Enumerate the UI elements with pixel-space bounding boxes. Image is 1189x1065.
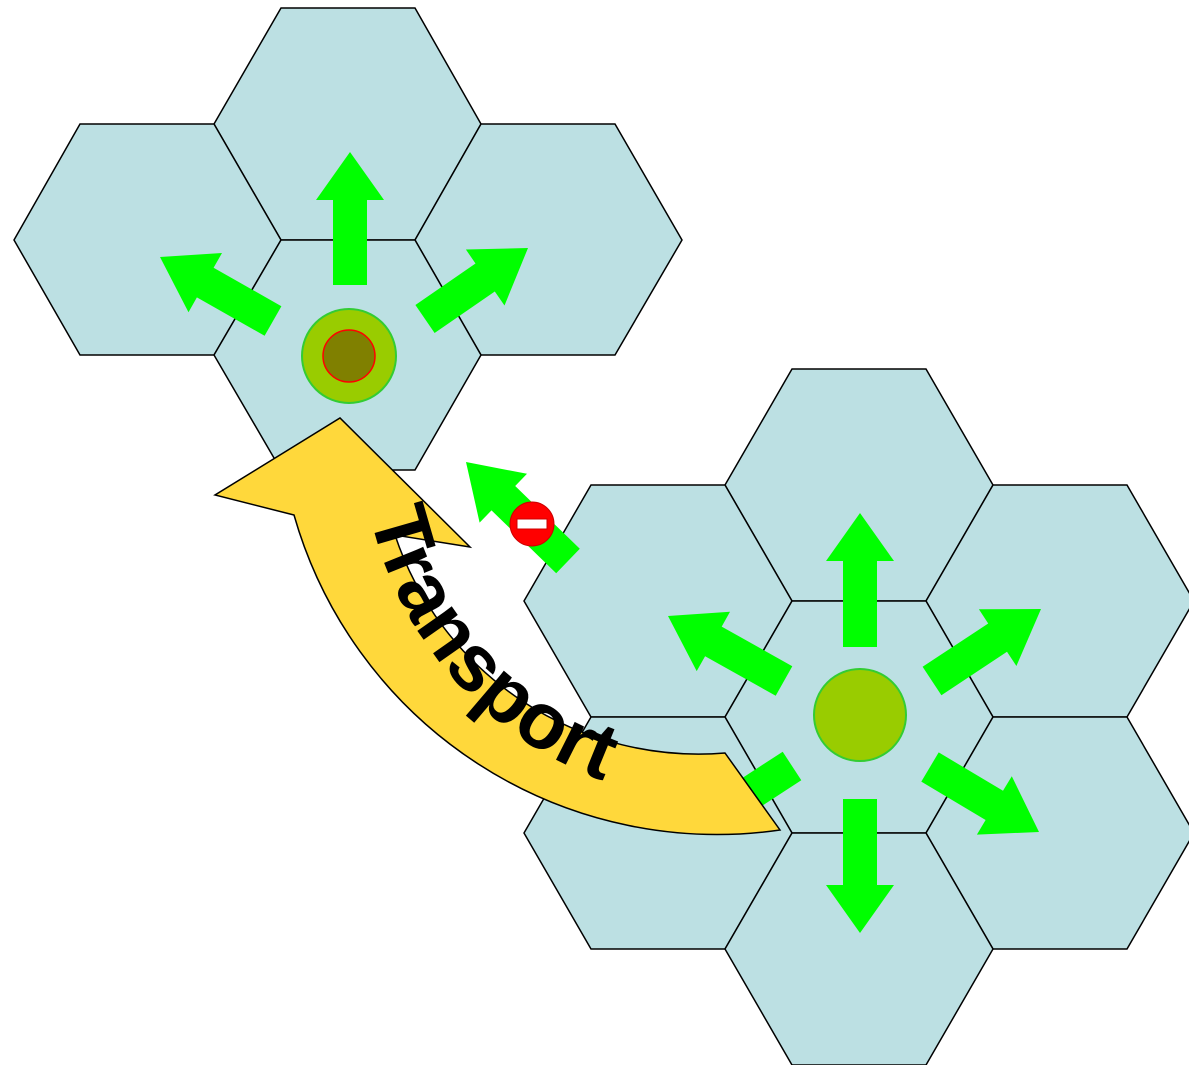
arrow-icon	[921, 752, 1039, 835]
spread-arrows	[160, 152, 1041, 933]
arrow-icon	[826, 513, 894, 647]
arrow-icon	[316, 152, 384, 285]
transported-core	[322, 329, 376, 383]
arrow-icon	[922, 609, 1041, 696]
no-entry-icon	[509, 501, 555, 547]
arrow-icon	[826, 799, 894, 933]
transport-arrow	[213, 417, 782, 836]
arrow-icon	[668, 611, 793, 696]
origin-spot	[813, 668, 907, 762]
arrow-icon	[415, 248, 528, 333]
arrow-icon	[733, 751, 802, 821]
hex-cell	[724, 832, 994, 1065]
arrow-icon	[160, 253, 282, 336]
